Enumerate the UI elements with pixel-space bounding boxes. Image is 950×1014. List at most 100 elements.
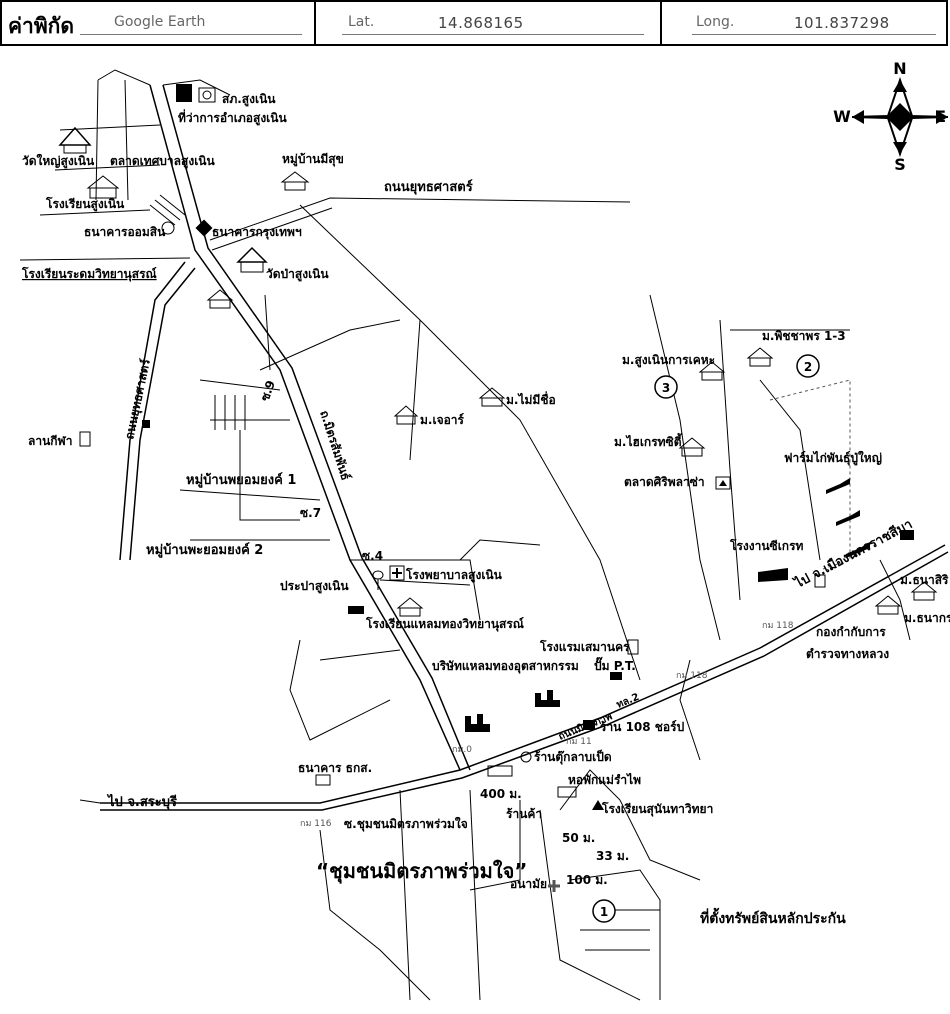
road — [559, 769, 701, 881]
label-pump-pt: ปั๊ม P.T. — [594, 656, 636, 673]
label-dist50: 50 ม. — [562, 831, 595, 845]
factory-icon — [535, 690, 560, 707]
label-highway-police-2: ตำรวจทางหลวง — [806, 647, 889, 661]
factory-icon — [758, 568, 788, 582]
highway-road — [100, 544, 946, 804]
divider — [660, 2, 662, 44]
label-m-thanakorn: ม.ธนากร — [904, 611, 950, 625]
label-soi-community: ซ.ชุมชนมิตรภาพร่วมใจ — [344, 816, 468, 832]
map-canvas: 1 2 3 N S W E สภ.สูงเนิน ที่ว่าการอำเภอส… — [19, 59, 950, 1001]
label-shop108: ร้าน 108 ชอร์ป — [600, 720, 685, 734]
road — [179, 379, 330, 541]
svg-text:3: 3 — [662, 381, 670, 395]
road — [759, 379, 821, 561]
label-soi9: ซ.9 — [258, 378, 278, 403]
label-school-laemthong: โรงเรียนแหลมทองวิทยานุสรณ์ — [365, 616, 524, 632]
svg-text:2: 2 — [804, 360, 812, 374]
label-km118-b: กม 118 — [676, 671, 708, 681]
road — [569, 869, 661, 1000]
label-lan-kila: ลานกีฬา — [28, 434, 73, 448]
house-icon — [478, 387, 506, 407]
label-school-sunanta: โรงเรียนสุนันทาวิทยา — [601, 801, 713, 817]
label-school-sungnoen: โรงเรียนสูงเนิน — [45, 196, 125, 212]
label-to-saraburi: ไป จ.สระบุรี — [106, 793, 177, 810]
label-soi4: ซ.4 — [362, 549, 383, 563]
bank-icon — [142, 420, 150, 428]
house-icon — [910, 581, 938, 601]
house-icon — [874, 595, 902, 615]
label-km118: กม 118 — [762, 621, 794, 631]
label-wat-yai: วัดใหญ่สูงเนิน — [22, 153, 95, 169]
label-km116: กม 116 — [300, 819, 332, 829]
lat-value: 14.868165 — [438, 14, 524, 32]
label-mubaan-phayom1: หมู่บ้านพยอมยงค์ 1 — [186, 472, 296, 488]
crosswalk — [149, 194, 186, 226]
stadium-icon — [79, 431, 91, 447]
label-prapa: ประปาสูงเนิน — [280, 579, 349, 594]
label-community: “ชุมชนมิตรภาพร่วมใจ” — [316, 859, 527, 884]
road-yutthasat — [209, 197, 631, 241]
bank-icon — [195, 219, 213, 237]
marker-collateral: 1 — [592, 899, 616, 923]
road-mittrasamphan — [162, 84, 471, 771]
marker-pitcha: 2 — [796, 354, 820, 378]
road — [649, 294, 721, 641]
label-factory: โรงงานซีเกรท — [729, 538, 804, 553]
label-m-pitcha: ม.พิชชาพร 1-3 — [762, 329, 846, 343]
hospital-icon — [389, 565, 405, 581]
marker-kaheha: 3 — [654, 375, 678, 399]
bank-icon — [161, 221, 175, 235]
label-highway-police-1: กองกำกับการ — [816, 625, 886, 639]
label-m-kaheha: ม.สูงเนินการเคหะ — [622, 353, 715, 368]
school-icon — [206, 289, 234, 309]
farm-boundary — [769, 379, 851, 571]
road — [719, 319, 741, 601]
restaurant-icon — [520, 751, 532, 763]
label-m-jer: ม.เจอาร์ — [420, 413, 465, 427]
building-icon — [487, 765, 513, 777]
label-m-maimichue: ม.ไม่มีชื่อ — [506, 391, 556, 407]
road — [214, 395, 246, 430]
coord-source: Google Earth — [114, 14, 206, 30]
long-label: Long. — [696, 14, 735, 30]
road — [19, 79, 191, 261]
label-health: อนามัย — [510, 877, 547, 891]
house-icon — [393, 405, 419, 425]
bank-icon — [315, 774, 331, 786]
school-icon — [86, 175, 120, 199]
label-laemthong-ind: บริษัทแหลมทองอุตสาหกรรม — [432, 659, 579, 674]
market-icon — [715, 476, 731, 490]
bank-icon — [348, 606, 364, 614]
gas-station-icon — [610, 672, 622, 680]
road — [350, 539, 541, 621]
label-road-mittrasamphan: ถ.มิตรสัมพันธ์ — [317, 409, 353, 482]
road-mittrasamphan — [149, 84, 461, 771]
svg-text:1: 1 — [600, 905, 608, 919]
road — [399, 789, 641, 1001]
label-m-hitech: ม.ไฮเกรทซิตี้ — [614, 432, 683, 449]
police-icon — [176, 84, 216, 103]
temple-icon — [236, 246, 268, 273]
label-soi7: ซ.7 — [300, 506, 321, 520]
label-farm: ฟาร์มไก่พันธุ์ปู่ใหญ่ — [784, 450, 882, 466]
label-police: สภ.สูงเนิน — [222, 92, 276, 107]
svg-text:W: W — [833, 107, 851, 126]
label-market-siri: ตลาดศิริพลาซ่า — [624, 475, 705, 489]
label-shop: ร้านค้า — [506, 807, 542, 821]
label-dist33: 33 ม. — [596, 849, 629, 863]
label-wat-pa: วัดป่าสูงเนิน — [266, 267, 329, 282]
label-m-thanasiri: ม.ธนาสิริ — [900, 573, 949, 587]
road — [97, 69, 231, 96]
label-baac: ธนาคาร ธกส. — [298, 761, 372, 775]
label-district-office: ที่ว่าการอำเภอสูงเนิน — [178, 109, 287, 126]
road — [259, 294, 401, 371]
road — [879, 559, 911, 641]
underline — [342, 34, 644, 35]
road — [79, 799, 101, 804]
hotel-icon — [627, 639, 639, 655]
house-icon — [280, 171, 310, 191]
label-km0: กม.0 — [452, 745, 472, 755]
label-bbl: ธนาคารกรุงเทพฯ — [212, 225, 302, 240]
svg-text:S: S — [894, 155, 906, 174]
label-mubaan-meesuk: หมู่บ้านมีสุข — [282, 152, 344, 167]
